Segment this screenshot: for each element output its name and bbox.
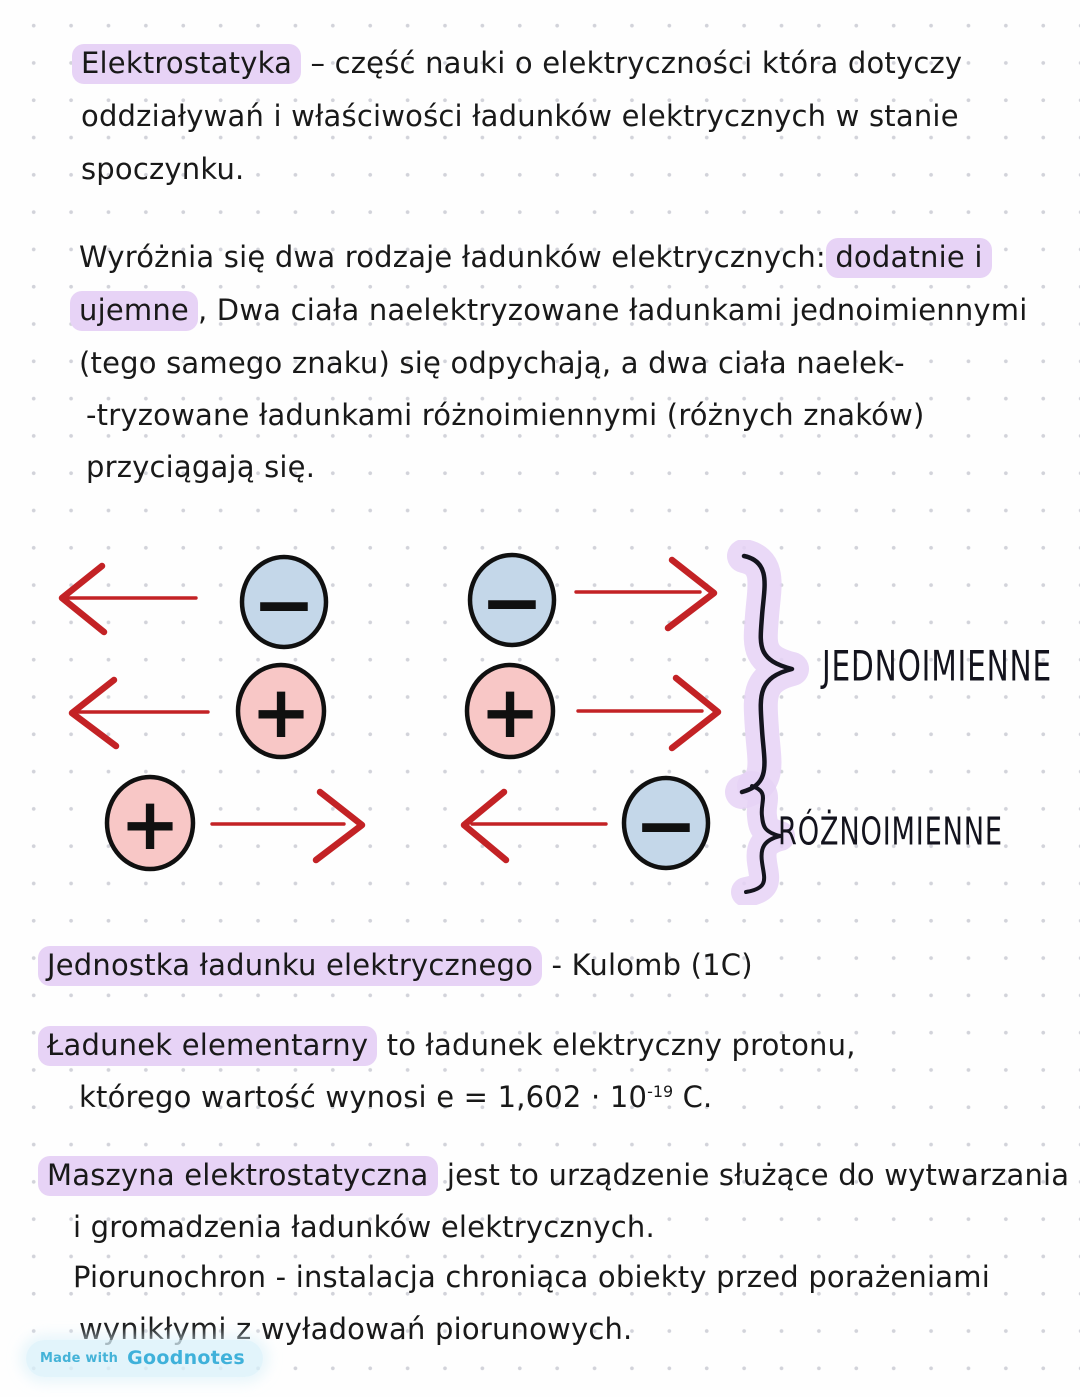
minus-sign: − — [252, 560, 316, 649]
curly-brace-same-charges — [739, 553, 795, 795]
attract-row: + − — [104, 774, 711, 872]
goodnotes-logo-text: Goodnotes — [127, 1347, 245, 1369]
force-arrow-right-icon — [574, 556, 718, 632]
highlighted-term-ladunek-elementarny: Ładunek elementarny — [38, 1026, 378, 1066]
highlighted-term-jednostka: Jednostka ładunku elektrycznego — [38, 946, 543, 986]
label-roznoimienne: RÓŻNOIMIENNE — [778, 809, 1003, 855]
negative-charge-circle — [621, 775, 711, 871]
minus-sign: − — [480, 558, 544, 647]
goodnotes-watermark: Made with Goodnotes — [26, 1340, 263, 1377]
force-arrow-left-icon — [58, 562, 198, 636]
force-arrow-left-icon — [460, 788, 608, 864]
charge-types-line1: Wyróżnia się dwa rodzaje ładunków elektr… — [79, 238, 992, 278]
charge-types-line5: przyciągają się. — [86, 450, 316, 484]
label-jednoimienne: JEDNOIMIENNE — [822, 642, 1052, 691]
plus-sign: + — [120, 782, 180, 866]
elementary-charge-value: którego wartość wynosi e = 1,602 · 10 — [79, 1080, 648, 1114]
charges-diagram: − − + + + — [58, 540, 809, 905]
repel-negative-row: − − — [58, 552, 718, 650]
machine-text: jest to urządzenie służące do wytwarzani… — [437, 1158, 1070, 1192]
unit-of-charge-line: Jednostka ładunku elektrycznego - Kulomb… — [38, 946, 753, 986]
elementary-charge-line2: którego wartość wynosi e = 1,602 · 10-19… — [79, 1080, 712, 1114]
elementary-charge-text: to ładunek elektryczny protonu, — [377, 1028, 856, 1062]
highlighted-term-dodatnie: dodatnie i — [826, 238, 992, 278]
definition-electrostatics-line1: Elektrostatyka – część nauki o elektrycz… — [72, 44, 963, 84]
highlighted-term-ujemne: ujemne — [70, 291, 198, 331]
elementary-charge-line1: Ładunek elementarny to ładunek elektrycz… — [38, 1026, 856, 1066]
exponent: -19 — [647, 1081, 674, 1101]
plus-sign: + — [251, 670, 311, 754]
force-arrow-right-icon — [576, 674, 722, 752]
coulomb-unit: C. — [673, 1080, 713, 1114]
charge-types-line3: (tego samego znaku) się odpychają, a dwa… — [79, 346, 905, 380]
highlighted-term-maszyna: Maszyna elektrostatyczna — [38, 1156, 438, 1196]
watermark-prefix: Made with — [40, 1350, 119, 1366]
charge-types-text: Wyróżnia się dwa rodzaje ładunków elektr… — [79, 240, 836, 274]
definition-text: – część nauki o elektryczności która dot… — [301, 46, 963, 80]
unit-of-charge-text: - Kulomb (1C) — [542, 948, 753, 982]
definition-electrostatics-line2: oddziaływań i właściwości ładunków elekt… — [81, 99, 959, 133]
positive-charge-circle — [464, 662, 556, 760]
machine-line1: Maszyna elektrostatyczna jest to urządze… — [38, 1156, 1070, 1196]
plus-sign: + — [480, 670, 540, 754]
positive-charge-circle — [235, 662, 327, 760]
charge-types-line4: -tryzowane ładunkami różnoimiennymi (róż… — [86, 398, 925, 432]
negative-charge-circle — [467, 552, 557, 648]
machine-line2: i gromadzenia ładunków elektrycznych. — [73, 1210, 655, 1244]
minus-sign: − — [634, 781, 698, 870]
charge-types-line2: ujemne, Dwa ciała naelektryzowane ładunk… — [70, 291, 1028, 331]
definition-electrostatics-line3: spoczynku. — [81, 152, 245, 186]
charge-types-text2: , Dwa ciała naelektryzowane ładunkami je… — [197, 293, 1028, 327]
highlighted-term-elektrostatyka: Elektrostatyka — [72, 44, 302, 84]
lightning-rod-line1: Piorunochron - instalacja chroniąca obie… — [73, 1260, 990, 1294]
curly-brace-opposite-charges — [744, 784, 782, 894]
repel-positive-row: + + — [68, 662, 722, 760]
negative-charge-circle — [239, 554, 329, 650]
force-arrow-right-icon — [210, 788, 366, 864]
force-arrow-left-icon — [68, 676, 210, 750]
positive-charge-circle — [104, 774, 196, 872]
